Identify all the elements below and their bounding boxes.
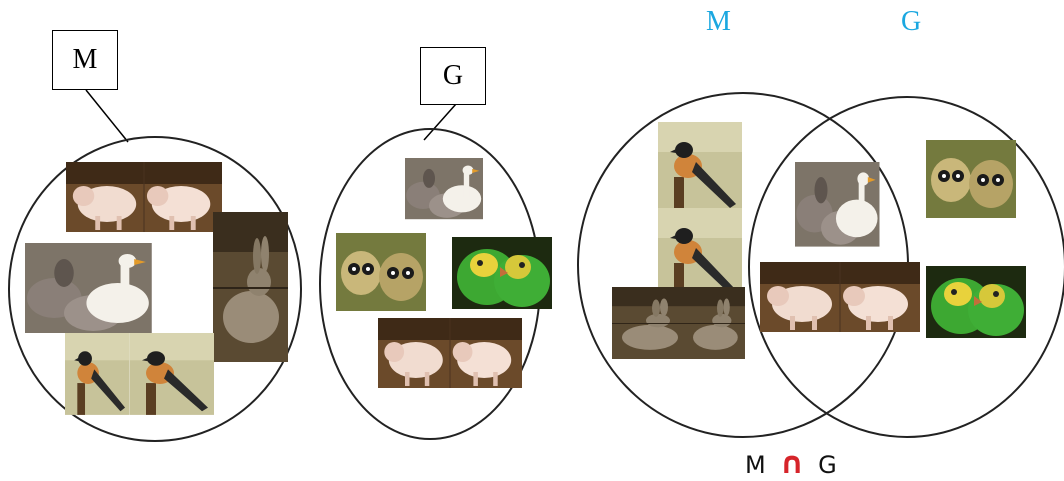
venn-intersection-pigs-image: [759, 261, 921, 333]
set-g-label-box: G: [420, 47, 486, 105]
formula-right: G: [818, 451, 837, 479]
venn-g-label: G: [901, 6, 922, 37]
set-m-bird-image-2: [130, 333, 214, 415]
set-g-pigs-image: [377, 317, 523, 389]
formula-left: M: [745, 451, 766, 479]
set-m-bird-image: [65, 333, 130, 415]
set-m-label-box: M: [52, 30, 118, 90]
intersection-formula: M ∩ G: [745, 446, 837, 481]
set-g-geese-image: [405, 158, 483, 220]
venn-intersection-geese-image: [795, 162, 880, 247]
venn-g-parrots-image: [926, 266, 1026, 338]
venn-m-bird-image: [658, 122, 742, 212]
venn-g-monkeys-image: [926, 140, 1016, 218]
set-g-monkeys-image: [336, 233, 426, 311]
set-g-parrots-image: [452, 237, 552, 309]
intersection-operator: ∩: [779, 446, 805, 481]
set-m-circle: [8, 136, 302, 442]
set-m-pigs-image: [65, 161, 223, 233]
set-g-pointer-line: [423, 103, 457, 141]
set-g-label: G: [442, 60, 464, 91]
venn-m-rabbit-image: [612, 287, 687, 359]
venn-m-bird-image-2: [658, 208, 742, 298]
venn-circle-g: [748, 96, 1064, 438]
venn-m-rabbit-image-2: [685, 287, 745, 359]
set-m-geese-image: [25, 243, 152, 333]
set-m-pointer-line: [85, 89, 129, 143]
venn-m-label: M: [706, 6, 731, 37]
set-m-rabbit-image: [213, 212, 288, 362]
set-m-label: M: [72, 44, 98, 75]
